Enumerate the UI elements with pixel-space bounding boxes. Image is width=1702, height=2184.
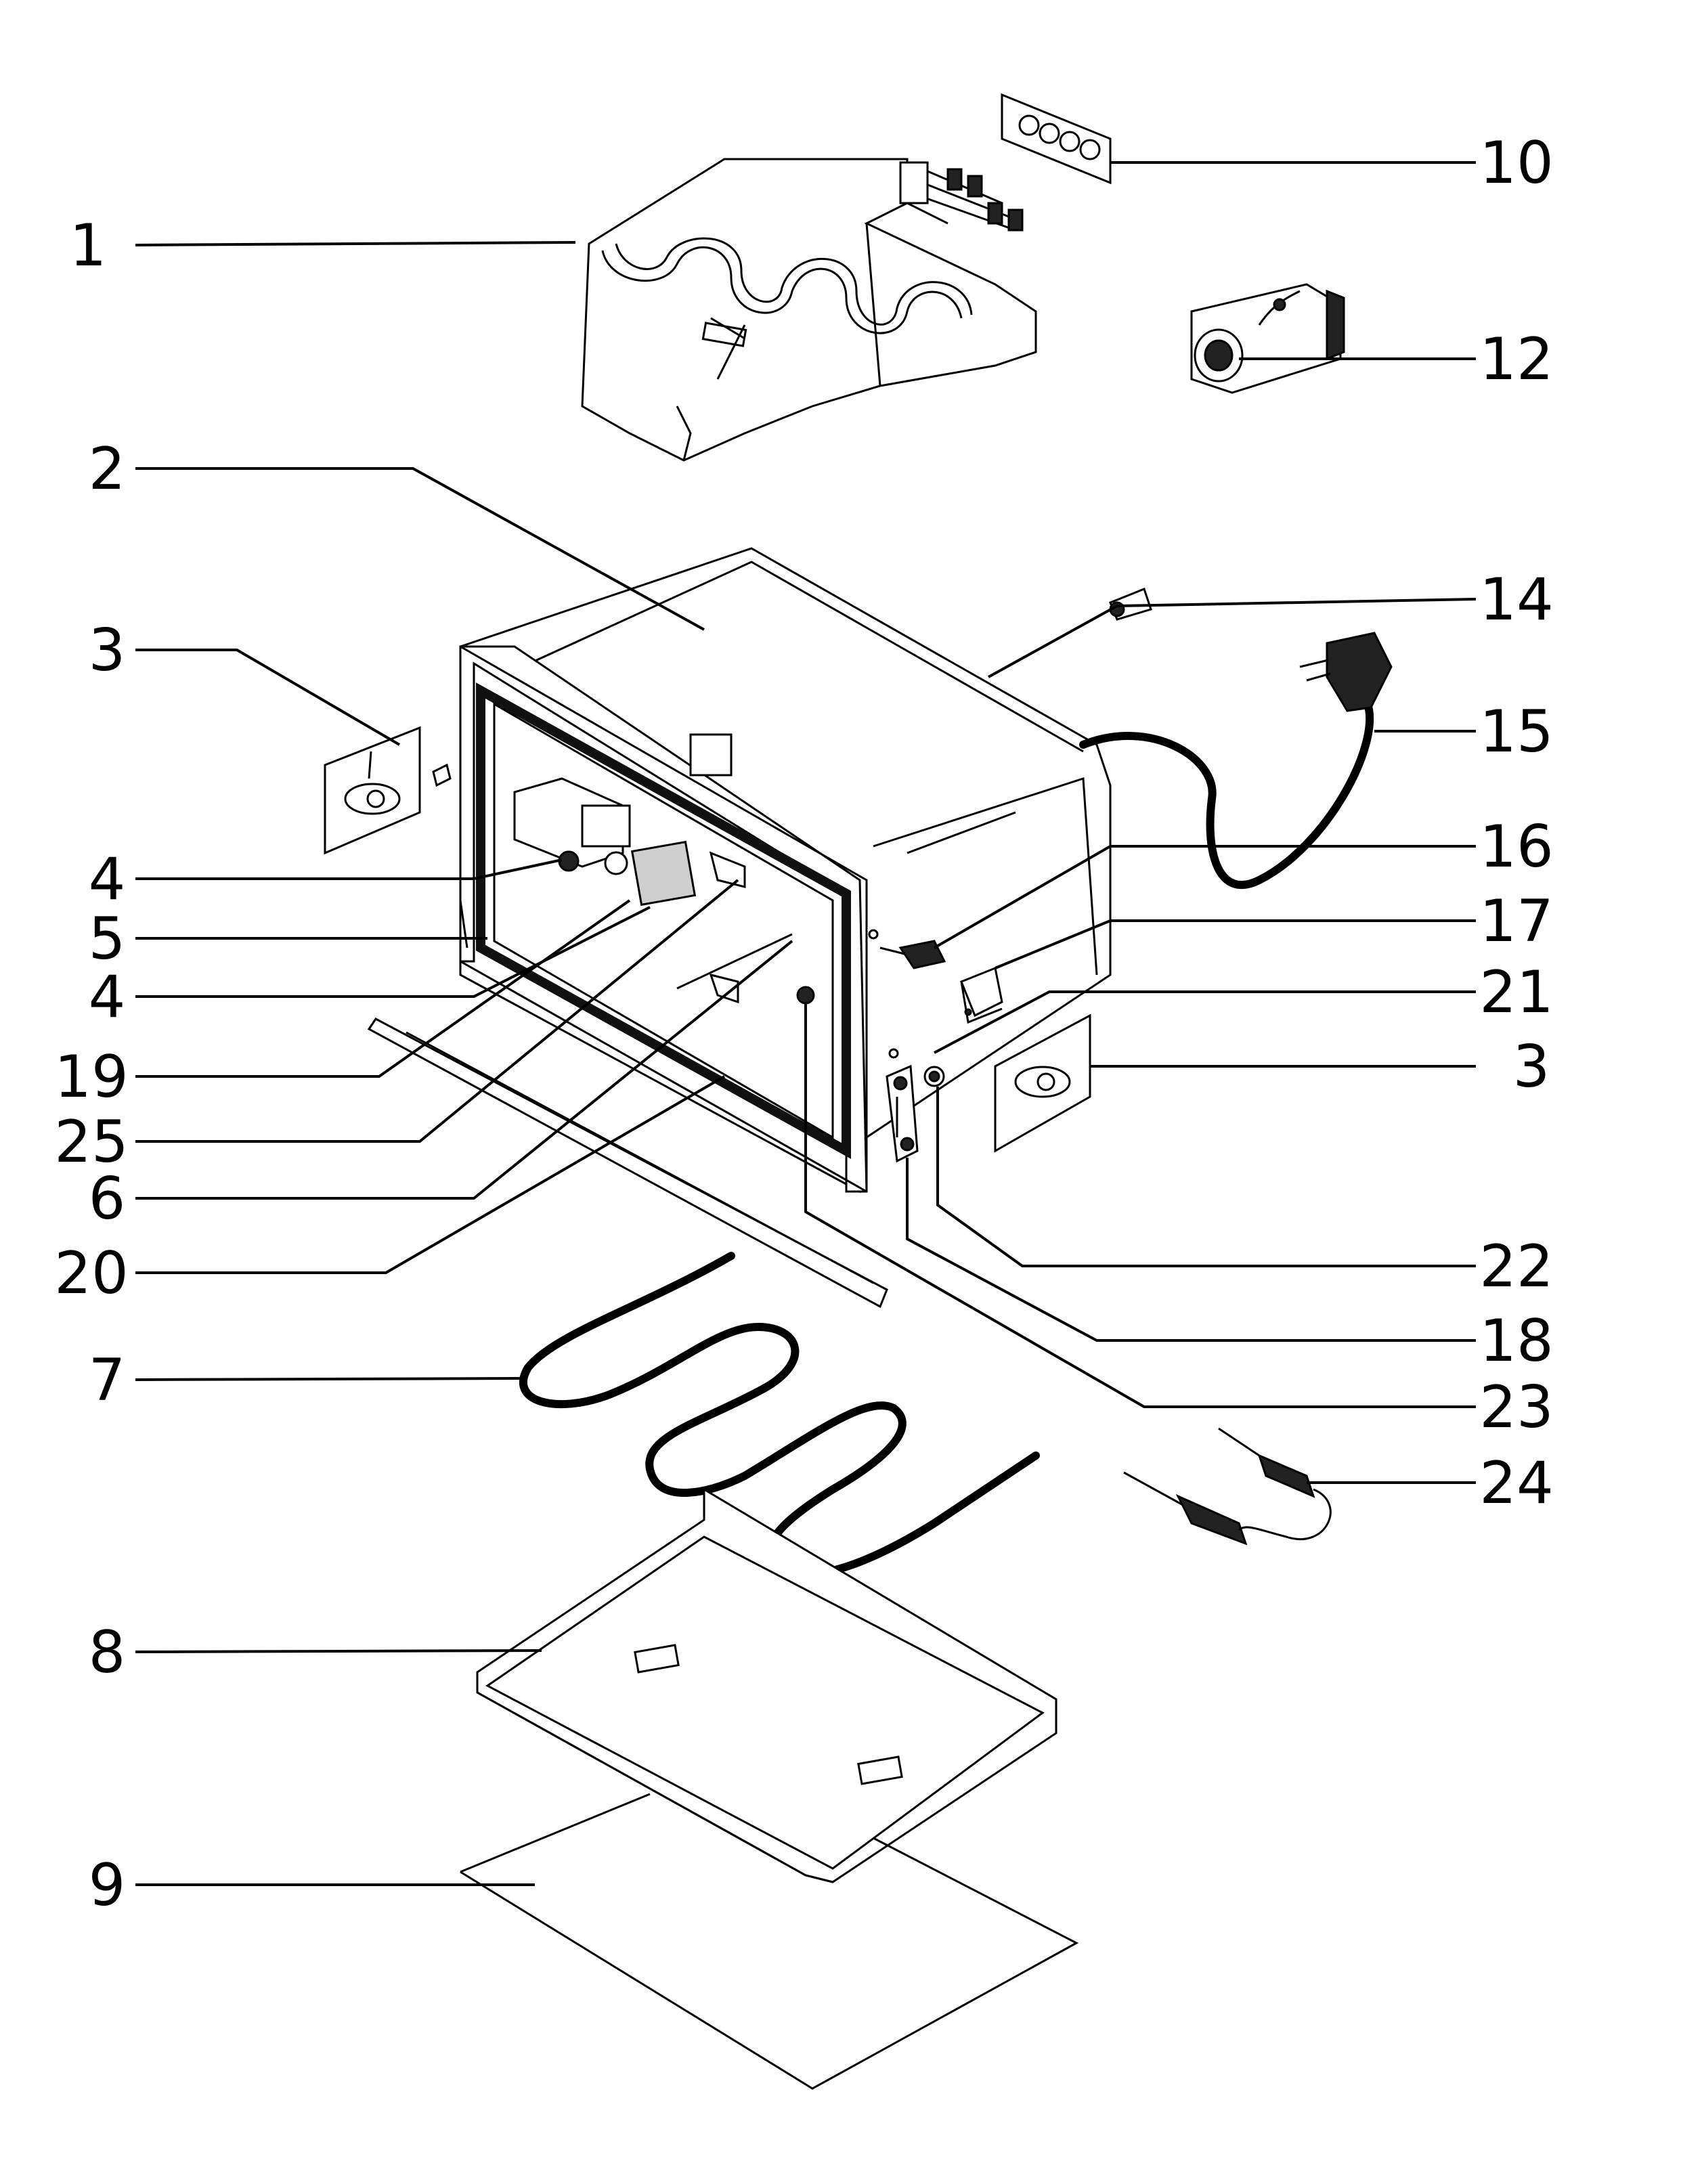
- callout-7: 7: [89, 1347, 126, 1414]
- callout-8: 8: [89, 1619, 126, 1686]
- part-rail: [367, 1018, 888, 1309]
- leader-4-top: [135, 858, 563, 880]
- callout-22: 22: [1479, 1233, 1553, 1301]
- part-oven-housing: [459, 547, 1112, 1194]
- leader-3-left: [135, 649, 401, 746]
- callout-4-bottom: 4: [89, 963, 126, 1031]
- callout-14: 14: [1479, 566, 1553, 634]
- callout-15: 15: [1479, 698, 1553, 766]
- callout-3-left: 3: [89, 617, 126, 684]
- callout-1: 1: [70, 212, 107, 280]
- leader-4-bottom: [135, 906, 651, 998]
- leader-6: [135, 940, 793, 1200]
- callout-4-top: 4: [89, 846, 126, 913]
- callout-24: 24: [1479, 1449, 1553, 1517]
- part-crumb-tray: [476, 1487, 1057, 1883]
- leader-8: [135, 1649, 542, 1653]
- leader-1: [135, 241, 576, 246]
- part-motor: [1190, 283, 1345, 394]
- part-temperature-probe: [1123, 1427, 1332, 1546]
- callout-19: 19: [54, 1043, 128, 1111]
- callout-5: 5: [89, 905, 126, 973]
- leader-23: [804, 1002, 1476, 1408]
- leader-19: [135, 899, 631, 1078]
- callout-21: 21: [1479, 959, 1553, 1026]
- leader-22: [936, 1087, 1476, 1267]
- callout-18: 18: [1479, 1307, 1553, 1375]
- part-top-heating-element: [581, 158, 1037, 462]
- part-lower-heating-element: [519, 1252, 1040, 1579]
- leader-18: [906, 1158, 1476, 1342]
- callout-20: 20: [54, 1240, 128, 1307]
- callout-2: 2: [89, 435, 126, 503]
- leader-2: [135, 467, 705, 631]
- part-side-cover-right: [994, 1013, 1091, 1153]
- part-hinge-bracket: [886, 1048, 945, 1163]
- leader-21: [934, 990, 1476, 1054]
- part-spit-rod: [868, 929, 946, 969]
- part-side-cover-left: [324, 726, 452, 855]
- callout-labels: 1 2 3 4 5 4 19 25 6 20 7 8 9 10 12 14 15…: [54, 129, 1553, 1919]
- leader-14: [988, 598, 1477, 678]
- callout-3-right: 3: [1513, 1033, 1550, 1101]
- callout-25: 25: [54, 1108, 128, 1176]
- part-terminal-strip: [1001, 93, 1112, 185]
- leader-17: [995, 919, 1476, 969]
- callout-12: 12: [1479, 326, 1553, 393]
- leader-7: [135, 1377, 522, 1381]
- part-power-cord: [1079, 632, 1393, 889]
- callout-16: 16: [1479, 813, 1553, 881]
- callout-23: 23: [1479, 1374, 1553, 1441]
- part-insulation-sheet: [460, 1793, 1079, 2090]
- leader-25: [135, 879, 739, 1143]
- callout-10: 10: [1479, 129, 1553, 197]
- leader-16: [934, 845, 1476, 949]
- leader-20: [135, 1075, 726, 1274]
- callout-6: 6: [89, 1165, 126, 1233]
- callout-9: 9: [89, 1852, 126, 1919]
- callout-17: 17: [1479, 888, 1553, 955]
- leader-lines: [135, 161, 1477, 1886]
- part-switch-block: [960, 966, 1003, 1024]
